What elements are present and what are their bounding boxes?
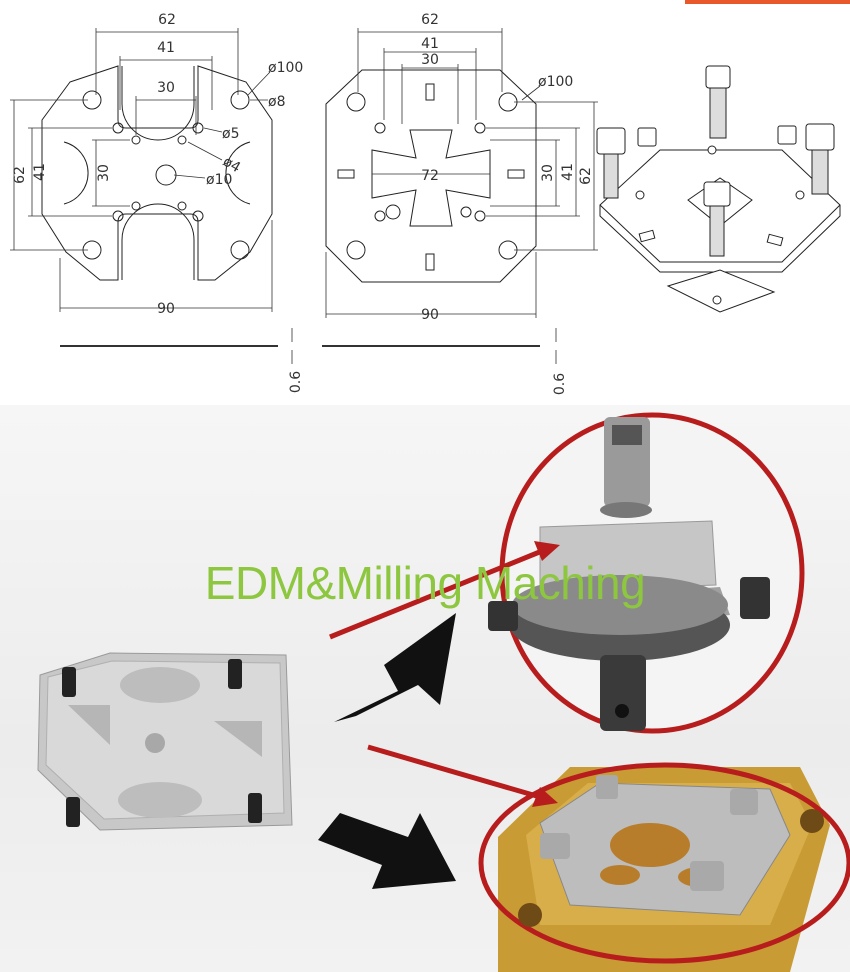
right-dimension-lines [322, 28, 598, 364]
highlight-circle-lower [478, 762, 850, 964]
right-dim-72: 72 [421, 168, 439, 184]
left-dia-5: ø5 [222, 126, 239, 142]
left-dia-10: ø10 [206, 172, 232, 188]
arrow-lower [318, 813, 456, 889]
cross-cutout [371, 129, 491, 227]
bolt-left [596, 127, 626, 199]
right-dim-30-top: 30 [421, 52, 439, 68]
red-pointer-lower [367, 744, 558, 807]
bolt-top [705, 65, 731, 139]
left-dim-90: 90 [157, 301, 175, 317]
technical-drawings: 62 41 30 ø100 ø8 ø5 ø4 ø10 62 41 30 90 0… [10, 12, 841, 395]
hole-d8-br [230, 240, 250, 260]
left-dim-41-top: 41 [157, 40, 175, 56]
hole-d8-tr [230, 90, 250, 110]
edm-milling-banner: EDM&Milling Maching [204, 557, 646, 609]
right-dim-41-top: 41 [421, 36, 439, 52]
isometric-assembly-drawing [596, 65, 841, 313]
hole-d10-center [155, 164, 177, 186]
right-dim-62-side: 62 [578, 167, 594, 185]
left-plate-outline [41, 65, 273, 281]
right-plate-outline [325, 69, 537, 283]
right-thickness: 0.6 [552, 373, 568, 395]
milling-chuck-photo [478, 762, 850, 972]
left-thickness: 0.6 [288, 371, 304, 393]
right-dim-30-side: 30 [540, 164, 556, 182]
right-dim-90: 90 [421, 307, 439, 323]
left-dia-100: ø100 [268, 60, 303, 76]
electrode-plate-photo [37, 652, 293, 831]
right-dim-62-top: 62 [421, 12, 439, 28]
photo-section [0, 405, 850, 972]
left-dia-4: ø4 [220, 154, 243, 177]
arrow-upper [334, 613, 456, 722]
right-dim-41-side: 41 [560, 163, 576, 181]
left-dia-8: ø8 [268, 94, 285, 110]
edm-chuck-photo [488, 412, 805, 734]
right-dia-100: ø100 [538, 74, 573, 90]
left-dim-30-top: 30 [157, 80, 175, 96]
photo-illustrations [37, 412, 850, 972]
left-dim-41-side: 41 [32, 163, 48, 181]
left-dim-62-side: 62 [12, 166, 28, 184]
left-dimension-lines [10, 28, 293, 364]
corner-accent-bar [685, 0, 850, 4]
red-pointer-upper [329, 541, 560, 640]
bolt-center [703, 181, 731, 257]
left-dim-62-top: 62 [158, 12, 176, 28]
left-electrode-plate-drawing [41, 65, 273, 281]
left-dim-30-side: 30 [96, 164, 112, 182]
bolt-right [805, 123, 835, 195]
